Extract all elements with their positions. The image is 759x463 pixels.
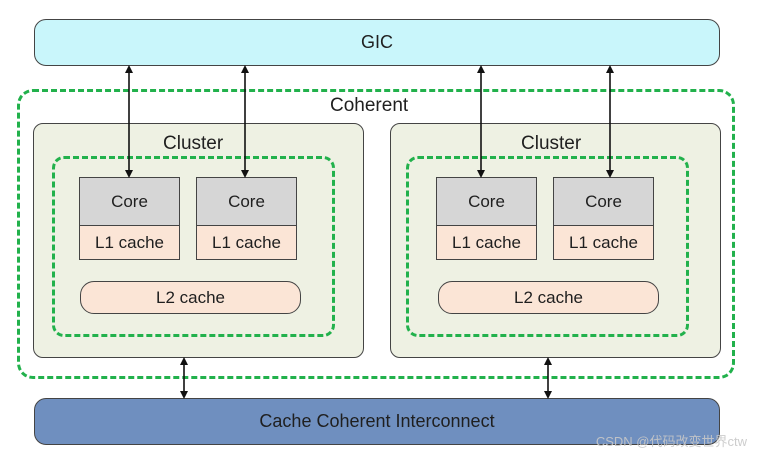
l1-cache-label: L1 cache (554, 226, 653, 259)
core-label: Core (80, 178, 179, 226)
l1-cache-label: L1 cache (197, 226, 296, 259)
interconnect-block: Cache Coherent Interconnect (34, 398, 720, 445)
interconnect-label: Cache Coherent Interconnect (259, 411, 495, 431)
coherent-label: Coherent (330, 95, 409, 116)
cluster-left-coherent-region (52, 156, 335, 337)
core-label: Core (437, 178, 536, 226)
cluster-left-label: Cluster (163, 133, 224, 154)
l2-cache-label: L2 cache (514, 287, 583, 307)
core-label: Core (554, 178, 653, 226)
cluster-right-coherent-region (406, 156, 689, 337)
l1-cache-label: L1 cache (80, 226, 179, 259)
cluster-right-core-1: Core L1 cache (436, 177, 537, 260)
gic-label: GIC (360, 32, 393, 52)
cluster-left-l2-cache: L2 cache (80, 281, 301, 314)
coherent-region (17, 89, 735, 379)
cluster-left-core-2: Core L1 cache (196, 177, 297, 260)
cluster-right-core-2: Core L1 cache (553, 177, 654, 260)
cluster-right-l2-cache: L2 cache (438, 281, 659, 314)
core-label: Core (197, 178, 296, 226)
l1-cache-label: L1 cache (437, 226, 536, 259)
csdn-watermark: CSDN @代码改变世界ctw (595, 434, 747, 449)
l2-cache-label: L2 cache (156, 287, 225, 307)
cluster-right-label: Cluster (521, 133, 582, 154)
gic-block: GIC (34, 19, 720, 66)
cluster-left-core-1: Core L1 cache (79, 177, 180, 260)
